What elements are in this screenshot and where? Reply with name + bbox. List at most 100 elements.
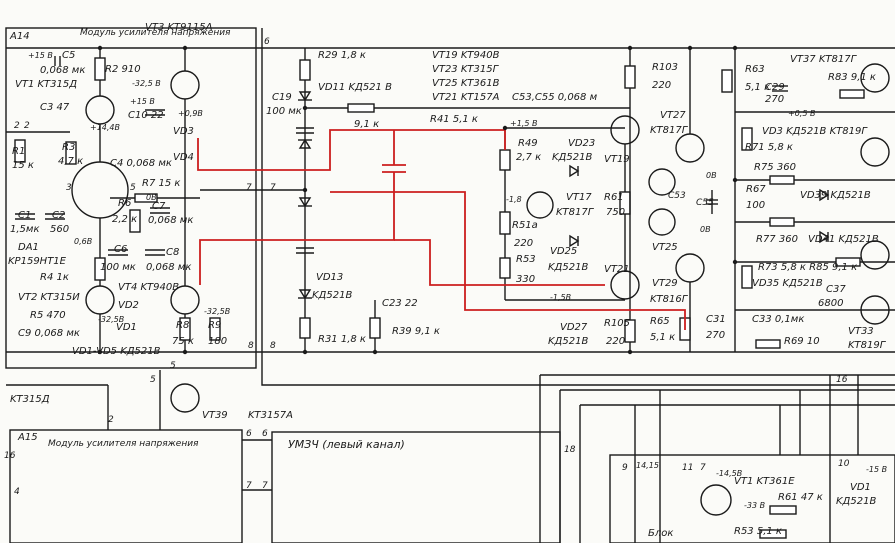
component-label: 220	[606, 336, 625, 347]
vt27-transistor	[675, 133, 705, 163]
module-a14-frame	[5, 27, 257, 369]
component-label: +0,9B	[178, 109, 203, 118]
component-label: VD3	[173, 126, 194, 137]
component-label: R7 15 к	[142, 178, 180, 189]
component-label: -15 B	[866, 465, 887, 474]
component-label: 5,1 к	[745, 82, 770, 93]
component-label: VD4	[173, 152, 194, 163]
component-label: 4,7 к	[58, 156, 83, 167]
component-label: VT3 KT9115A	[145, 22, 213, 33]
component-label: VT1 KT361E	[734, 476, 795, 487]
component-label: KT817Г	[556, 207, 595, 218]
component-label: KT3157A	[248, 410, 293, 421]
component-label: VT27	[660, 110, 686, 121]
red-wire-vd3	[197, 129, 506, 171]
component-label: VD11 KД521 B	[318, 82, 392, 93]
component-label: VT33	[848, 326, 874, 337]
component-label: C5	[62, 50, 75, 61]
component-label: -1,8	[506, 195, 522, 204]
component-label: VT23 KT315Г	[432, 64, 500, 75]
component-label: R83 9,1 к	[828, 72, 876, 83]
component-label: R61 47 к	[778, 492, 823, 503]
component-label: 0B	[706, 171, 717, 180]
component-label: 4	[14, 487, 20, 497]
component-label: -32,5 B	[132, 79, 161, 88]
component-label: 100 мк	[100, 262, 136, 273]
component-label: 2,7 к	[516, 152, 541, 163]
vt21-transistor	[610, 270, 640, 300]
component-label: VD13	[316, 272, 343, 283]
component-label: 330	[516, 274, 535, 285]
component-label: 15 к	[12, 160, 34, 171]
component-label: +0,5 B	[788, 109, 815, 118]
component-label: KД521B	[548, 262, 588, 273]
component-label: 8	[270, 341, 276, 351]
component-label: -33 B	[744, 501, 765, 510]
component-label: 8	[248, 341, 254, 351]
component-label: 0B	[700, 225, 711, 234]
component-label: -14,5B	[716, 469, 742, 478]
component-label: 0B	[146, 193, 157, 202]
component-label: 10	[838, 459, 850, 469]
vt2-transistor	[85, 285, 115, 315]
component-label: R65	[650, 316, 670, 327]
component-label: C9 0,068 мк	[18, 328, 80, 339]
vt31-transistor	[860, 137, 890, 167]
component-label: VT39	[202, 410, 228, 421]
component-label: 3	[66, 183, 72, 193]
component-label: 6	[262, 429, 268, 439]
component-label: 14,15	[636, 461, 659, 470]
component-label: C19	[272, 92, 292, 103]
module-a15-frame	[9, 429, 243, 543]
component-label: VD1-VD5 KД521B	[72, 346, 161, 357]
component-label: 180	[208, 336, 227, 347]
component-label: C3 47	[40, 102, 70, 113]
component-label: +15 B	[130, 97, 155, 106]
component-label: R3	[62, 142, 75, 153]
component-label: 9,1 к	[354, 119, 379, 130]
component-label: R67	[746, 184, 766, 195]
component-label: C23 22	[382, 298, 418, 309]
component-label: KT315Д	[10, 394, 50, 405]
component-label: A14	[9, 31, 30, 42]
vt33-transistor	[860, 295, 890, 325]
component-label: УМЗЧ (левый канал)	[288, 438, 405, 451]
component-label: R51a	[512, 220, 538, 231]
component-label: 5	[170, 361, 176, 371]
component-label: R77 360	[756, 234, 798, 245]
power-block-frame	[609, 454, 895, 543]
component-label: KД521B	[312, 290, 352, 301]
component-label: VT21	[604, 264, 630, 275]
component-label: R53	[516, 254, 536, 265]
component-label: R105	[604, 318, 630, 329]
component-label: VT21 KT157A	[432, 92, 500, 103]
component-label: R4 1к	[40, 272, 69, 283]
component-label: 5,1 к	[650, 332, 675, 343]
component-label: R39 9,1 к	[392, 326, 440, 337]
component-label: +15 B	[28, 51, 53, 60]
component-label: 100	[746, 200, 765, 211]
red-wire-vt25-to-a14	[199, 172, 395, 285]
component-label: 16	[4, 451, 16, 461]
component-label: 18	[564, 445, 576, 455]
component-label: 0,068 мк	[148, 215, 193, 226]
lower-vt1-transistor	[700, 484, 732, 516]
da1-opamp-body	[71, 161, 129, 219]
component-label: -32,5B	[98, 315, 124, 324]
component-label: 270	[706, 330, 725, 341]
vt1-transistor	[85, 95, 115, 125]
component-label: VT2 KT315И	[18, 292, 80, 303]
component-label: R8	[176, 320, 189, 331]
component-label: VT1 KT315Д	[15, 79, 77, 90]
component-label: R9	[208, 320, 221, 331]
component-label: VD39 KД521B	[800, 190, 871, 201]
component-label: C7	[152, 201, 166, 212]
red-wire-lower-loop	[394, 239, 605, 286]
component-label: KД521B	[836, 496, 876, 507]
component-label: R103	[652, 62, 678, 73]
component-label: R2 910	[105, 64, 141, 75]
component-label: R29 1,8 к	[318, 50, 366, 61]
component-label: 220	[652, 80, 671, 91]
component-label: VD35 KД521B	[752, 278, 823, 289]
